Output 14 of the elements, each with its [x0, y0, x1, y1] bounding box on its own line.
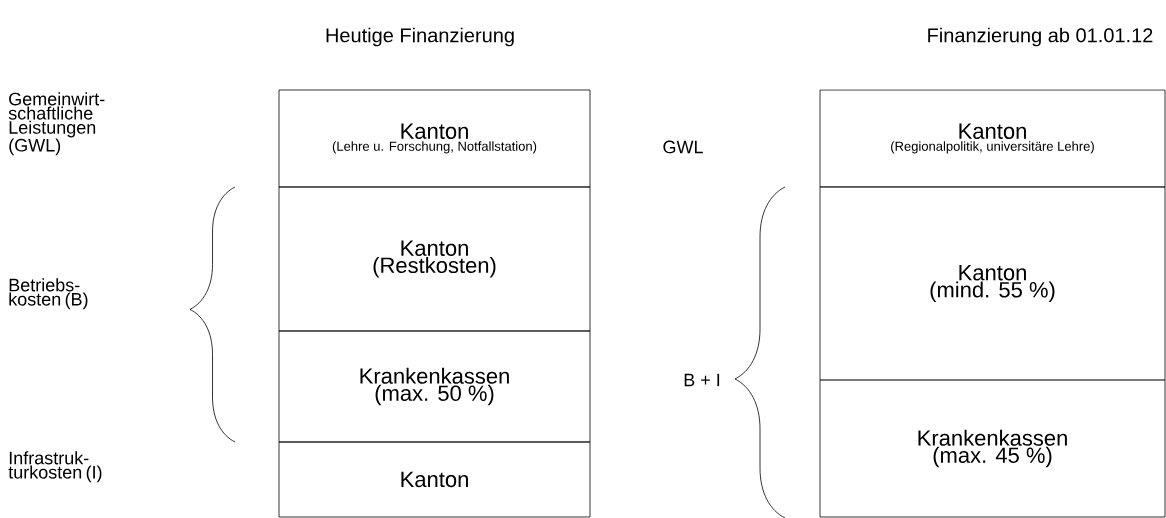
- table-cell: Krankenkassen (max. 45 %): [819, 379, 1166, 518]
- table-cell: Krankenkassen (max. 50 %): [278, 330, 591, 443]
- label-text: Finanzierung ab 01.01.12: [928, 27, 1153, 47]
- table-cell: Kanton: [278, 441, 591, 518]
- label-text: Gemeinwirt-schaftliche Leistungen (GWL): [8, 92, 105, 156]
- label-text: GWL: [663, 140, 703, 154]
- table-cell: Kanton (mind. 55 %): [819, 186, 1166, 381]
- label-text: Betriebs-kosten (B): [9, 278, 88, 310]
- label-text: Heutige Finanzierung: [326, 27, 514, 47]
- label-text: B + I: [684, 373, 720, 387]
- table-cell: Kanton (Regionalpolitik, universitäre Lehre): [819, 89, 1166, 188]
- table-cell: Kanton (Restkosten): [278, 186, 591, 332]
- table-cell: Kanton (Lehre u. Forschung, Notfallstation): [278, 89, 591, 188]
- label-text: Infrastruk-turkosten (I): [8, 451, 102, 483]
